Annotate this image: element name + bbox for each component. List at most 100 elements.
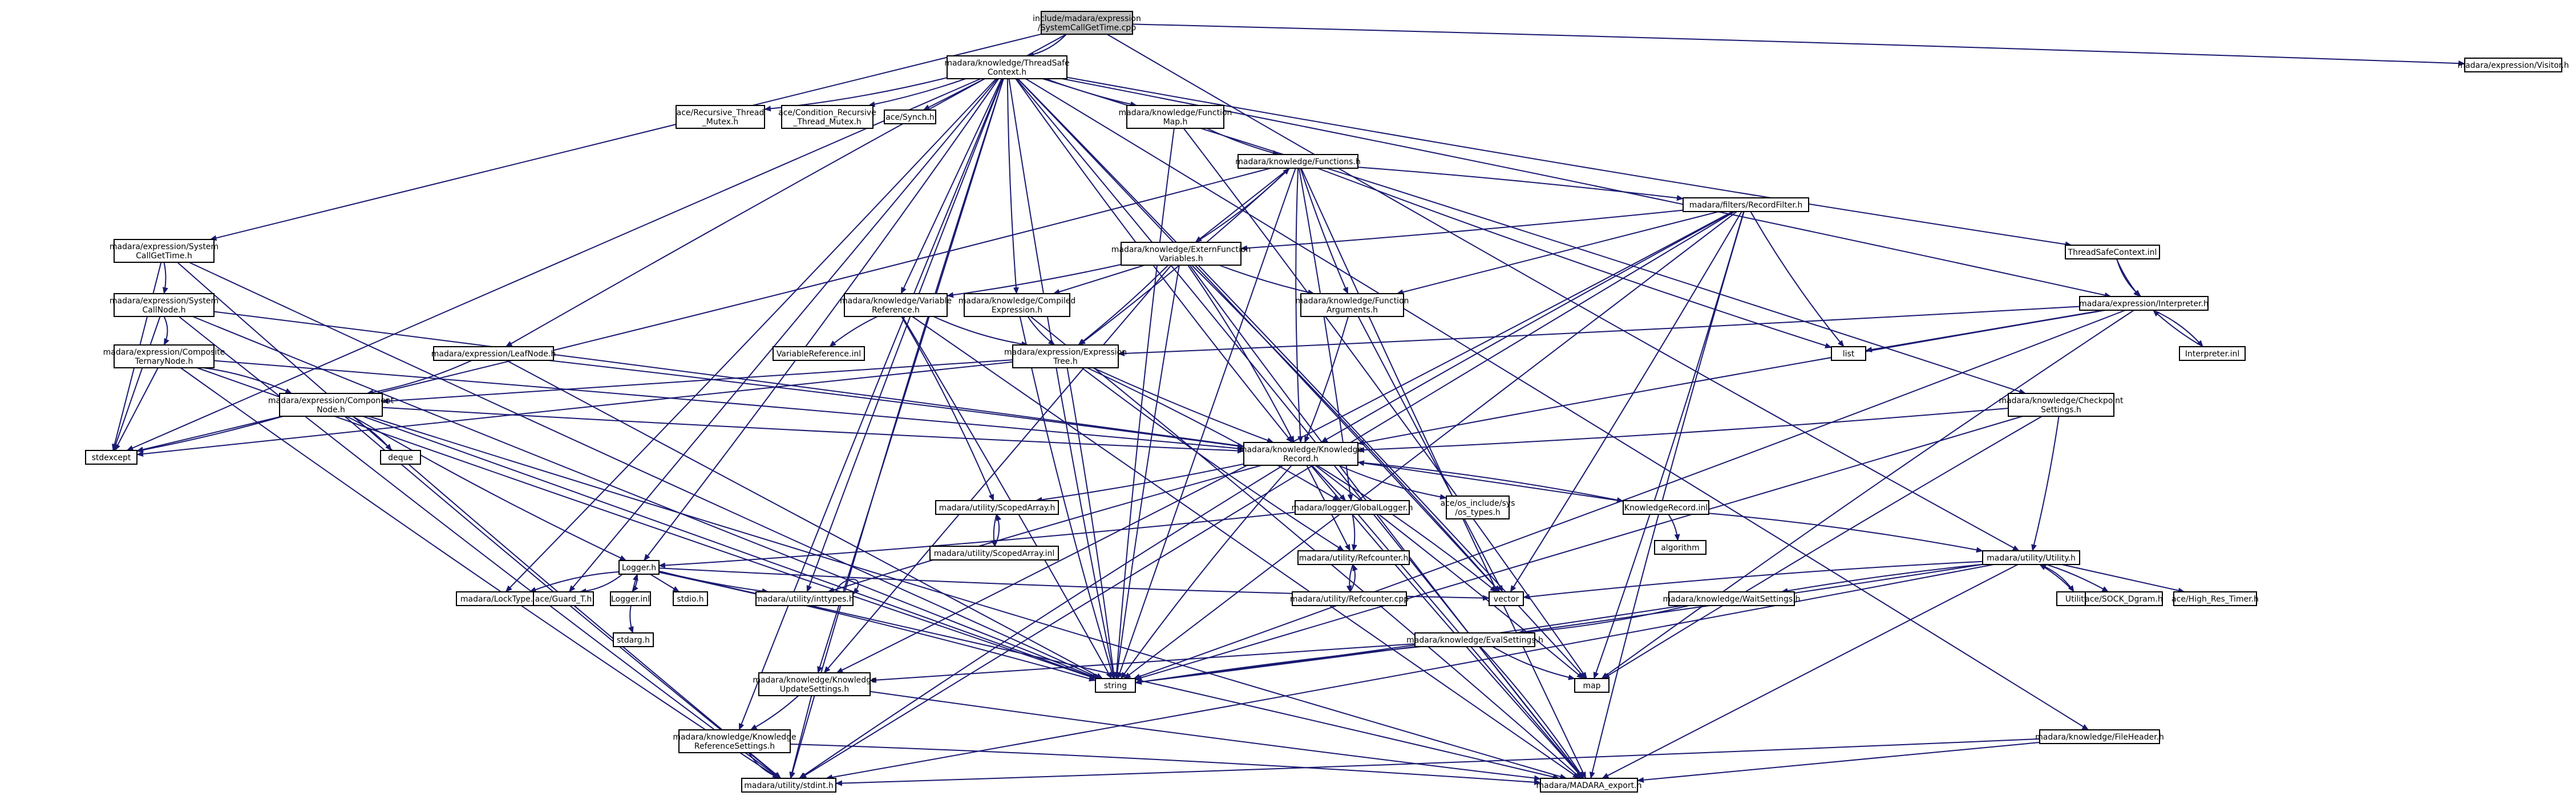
node-interpinl[interactable]: Interpreter.inl xyxy=(2179,346,2246,361)
node-stdioh: stdio.h xyxy=(673,591,708,606)
dependency-edge xyxy=(1093,367,1274,443)
node-box xyxy=(935,500,1059,515)
node-string: string xyxy=(1095,678,1136,693)
node-locktype[interactable]: madara/LockType.h xyxy=(456,591,543,606)
node-box xyxy=(610,591,651,606)
node-label: list xyxy=(1843,350,1855,359)
dependency-edge xyxy=(1349,564,1358,592)
node-scopedarray[interactable]: madara/utility/ScopedArray.h xyxy=(935,500,1059,515)
node-leafnode[interactable]: madara/expression/LeafNode.h xyxy=(431,346,556,361)
dependency-edge xyxy=(1053,265,1145,295)
dependency-edge xyxy=(548,360,1244,449)
dependency-edge xyxy=(738,78,1003,730)
node-box xyxy=(1121,242,1242,266)
node-refcountercpp[interactable]: madara/utility/Refcounter.cpp xyxy=(1290,591,1409,606)
dependency-edge xyxy=(835,579,860,595)
node-varrefinl[interactable]: VariableReference.inl xyxy=(773,346,865,361)
node-list: list xyxy=(1831,346,1866,361)
node-kus[interactable]: madara/knowledge/KnowledgeUpdateSettings… xyxy=(753,672,876,696)
node-sysgettime[interactable]: madara/expression/SystemCallGetTime.h xyxy=(110,239,219,263)
dependency-edge xyxy=(1523,561,1983,600)
node-krs[interactable]: madara/knowledge/KnowledgeReferenceSetti… xyxy=(673,729,796,753)
node-label: ReferenceSettings.h xyxy=(694,742,775,751)
node-algorithm: algorithm xyxy=(1654,540,1706,555)
node-box xyxy=(1414,632,1535,647)
node-box xyxy=(279,393,383,417)
node-globallogger[interactable]: madara/logger/GlobalLogger.h xyxy=(1291,500,1413,515)
dependency-edge xyxy=(1045,78,1138,107)
dependency-edge xyxy=(947,263,1122,298)
node-box xyxy=(1683,197,1809,212)
node-externfunc[interactable]: madara/knowledge/ExternFunctionVariables… xyxy=(1111,242,1251,266)
node-label: CallGetTime.h xyxy=(136,251,192,261)
node-label: CallNode.h xyxy=(143,306,186,315)
dependency-edge xyxy=(529,571,620,592)
node-utility[interactable]: madara/utility/Utility.h xyxy=(1982,550,2080,565)
node-label: madara/knowledge/EvalSettings.h xyxy=(1406,636,1543,645)
node-evalsettings[interactable]: madara/knowledge/EvalSettings.h xyxy=(1406,632,1543,647)
node-box xyxy=(1540,778,1638,793)
node-label: ace/High_Res_Timer.h xyxy=(2171,595,2259,604)
node-visitor[interactable]: madara/expression/Visitor.h xyxy=(2457,58,2569,72)
node-box xyxy=(1831,346,1866,361)
node-box xyxy=(1668,591,1795,606)
dependency-edge xyxy=(1750,211,1845,347)
node-box xyxy=(1574,678,1610,693)
node-waitsettings[interactable]: madara/knowledge/WaitSettings.h xyxy=(1663,591,1801,606)
node-loggerinl[interactable]: Logger.inl xyxy=(610,591,651,606)
node-label: map xyxy=(1583,681,1600,691)
node-vector: vector xyxy=(1489,591,1524,606)
node-logger[interactable]: Logger.h xyxy=(618,560,660,575)
node-functions[interactable]: madara/knowledge/Functions.h xyxy=(1235,154,1361,169)
node-recordfilter[interactable]: madara/filters/RecordFilter.h xyxy=(1683,197,1809,212)
node-fileheader[interactable]: madara/knowledge/FileHeader.h xyxy=(2035,729,2164,744)
node-krinl[interactable]: KnowledgeRecord.inl xyxy=(1623,500,1709,515)
node-box xyxy=(533,591,594,606)
node-interpreter[interactable]: madara/expression/Interpreter.h xyxy=(2079,296,2209,311)
dependency-edge xyxy=(209,33,1042,241)
node-box xyxy=(1446,496,1510,519)
node-root[interactable]: include/madara/expression/SystemCallGetT… xyxy=(1033,11,1141,35)
dependency-edge xyxy=(1008,78,1116,679)
node-export[interactable]: madara/MADARA_export.h xyxy=(1536,778,1642,793)
node-kr[interactable]: madara/knowledge/KnowledgeRecord.h xyxy=(1239,442,1362,466)
dependency-edge xyxy=(1195,168,1290,243)
node-label: madara/MADARA_export.h xyxy=(1536,781,1642,790)
node-label: madara/utility/Refcounter.cpp xyxy=(1290,595,1409,604)
node-varref[interactable]: madara/knowledge/VariableReference.h xyxy=(840,293,952,317)
dependency-edge xyxy=(817,78,1004,673)
node-layer: include/madara/expression/SystemCallGetT… xyxy=(85,11,2569,793)
node-box xyxy=(1292,591,1407,606)
node-tscinl[interactable]: ThreadSafeContext.inl xyxy=(2065,245,2160,259)
node-inttypes[interactable]: madara/utility/inttypes.h xyxy=(755,591,854,606)
node-scopedarrayinl[interactable]: madara/utility/ScopedArray.inl xyxy=(929,546,1059,561)
node-box xyxy=(676,105,765,129)
dependency-edge xyxy=(2153,310,2203,347)
node-box xyxy=(964,293,1070,317)
dependency-edge xyxy=(1120,465,1292,679)
dependency-edge xyxy=(1081,367,1345,551)
dependency-edge xyxy=(1114,265,1180,679)
node-refcounter[interactable]: madara/utility/Refcounter.h xyxy=(1297,550,1410,565)
dependency-edge xyxy=(1317,168,1832,348)
dependency-edge xyxy=(1351,514,1357,551)
node-stdint[interactable]: madara/utility/stdint.h xyxy=(741,778,836,793)
node-ts[interactable]: madara/knowledge/ThreadSafeContext.h xyxy=(944,55,1070,79)
node-label: madara/logger/GlobalLogger.h xyxy=(1291,503,1413,513)
node-label: ace/Condition_Recursive xyxy=(778,108,876,117)
node-label: madara/knowledge/Knowledge xyxy=(673,733,796,742)
dependency-edge xyxy=(1510,211,1742,592)
dependency-edge xyxy=(368,416,1567,779)
dependency-edge xyxy=(1316,465,1497,592)
node-label: ace/Synch.h xyxy=(885,113,935,122)
dependency-edge xyxy=(1114,128,1175,679)
